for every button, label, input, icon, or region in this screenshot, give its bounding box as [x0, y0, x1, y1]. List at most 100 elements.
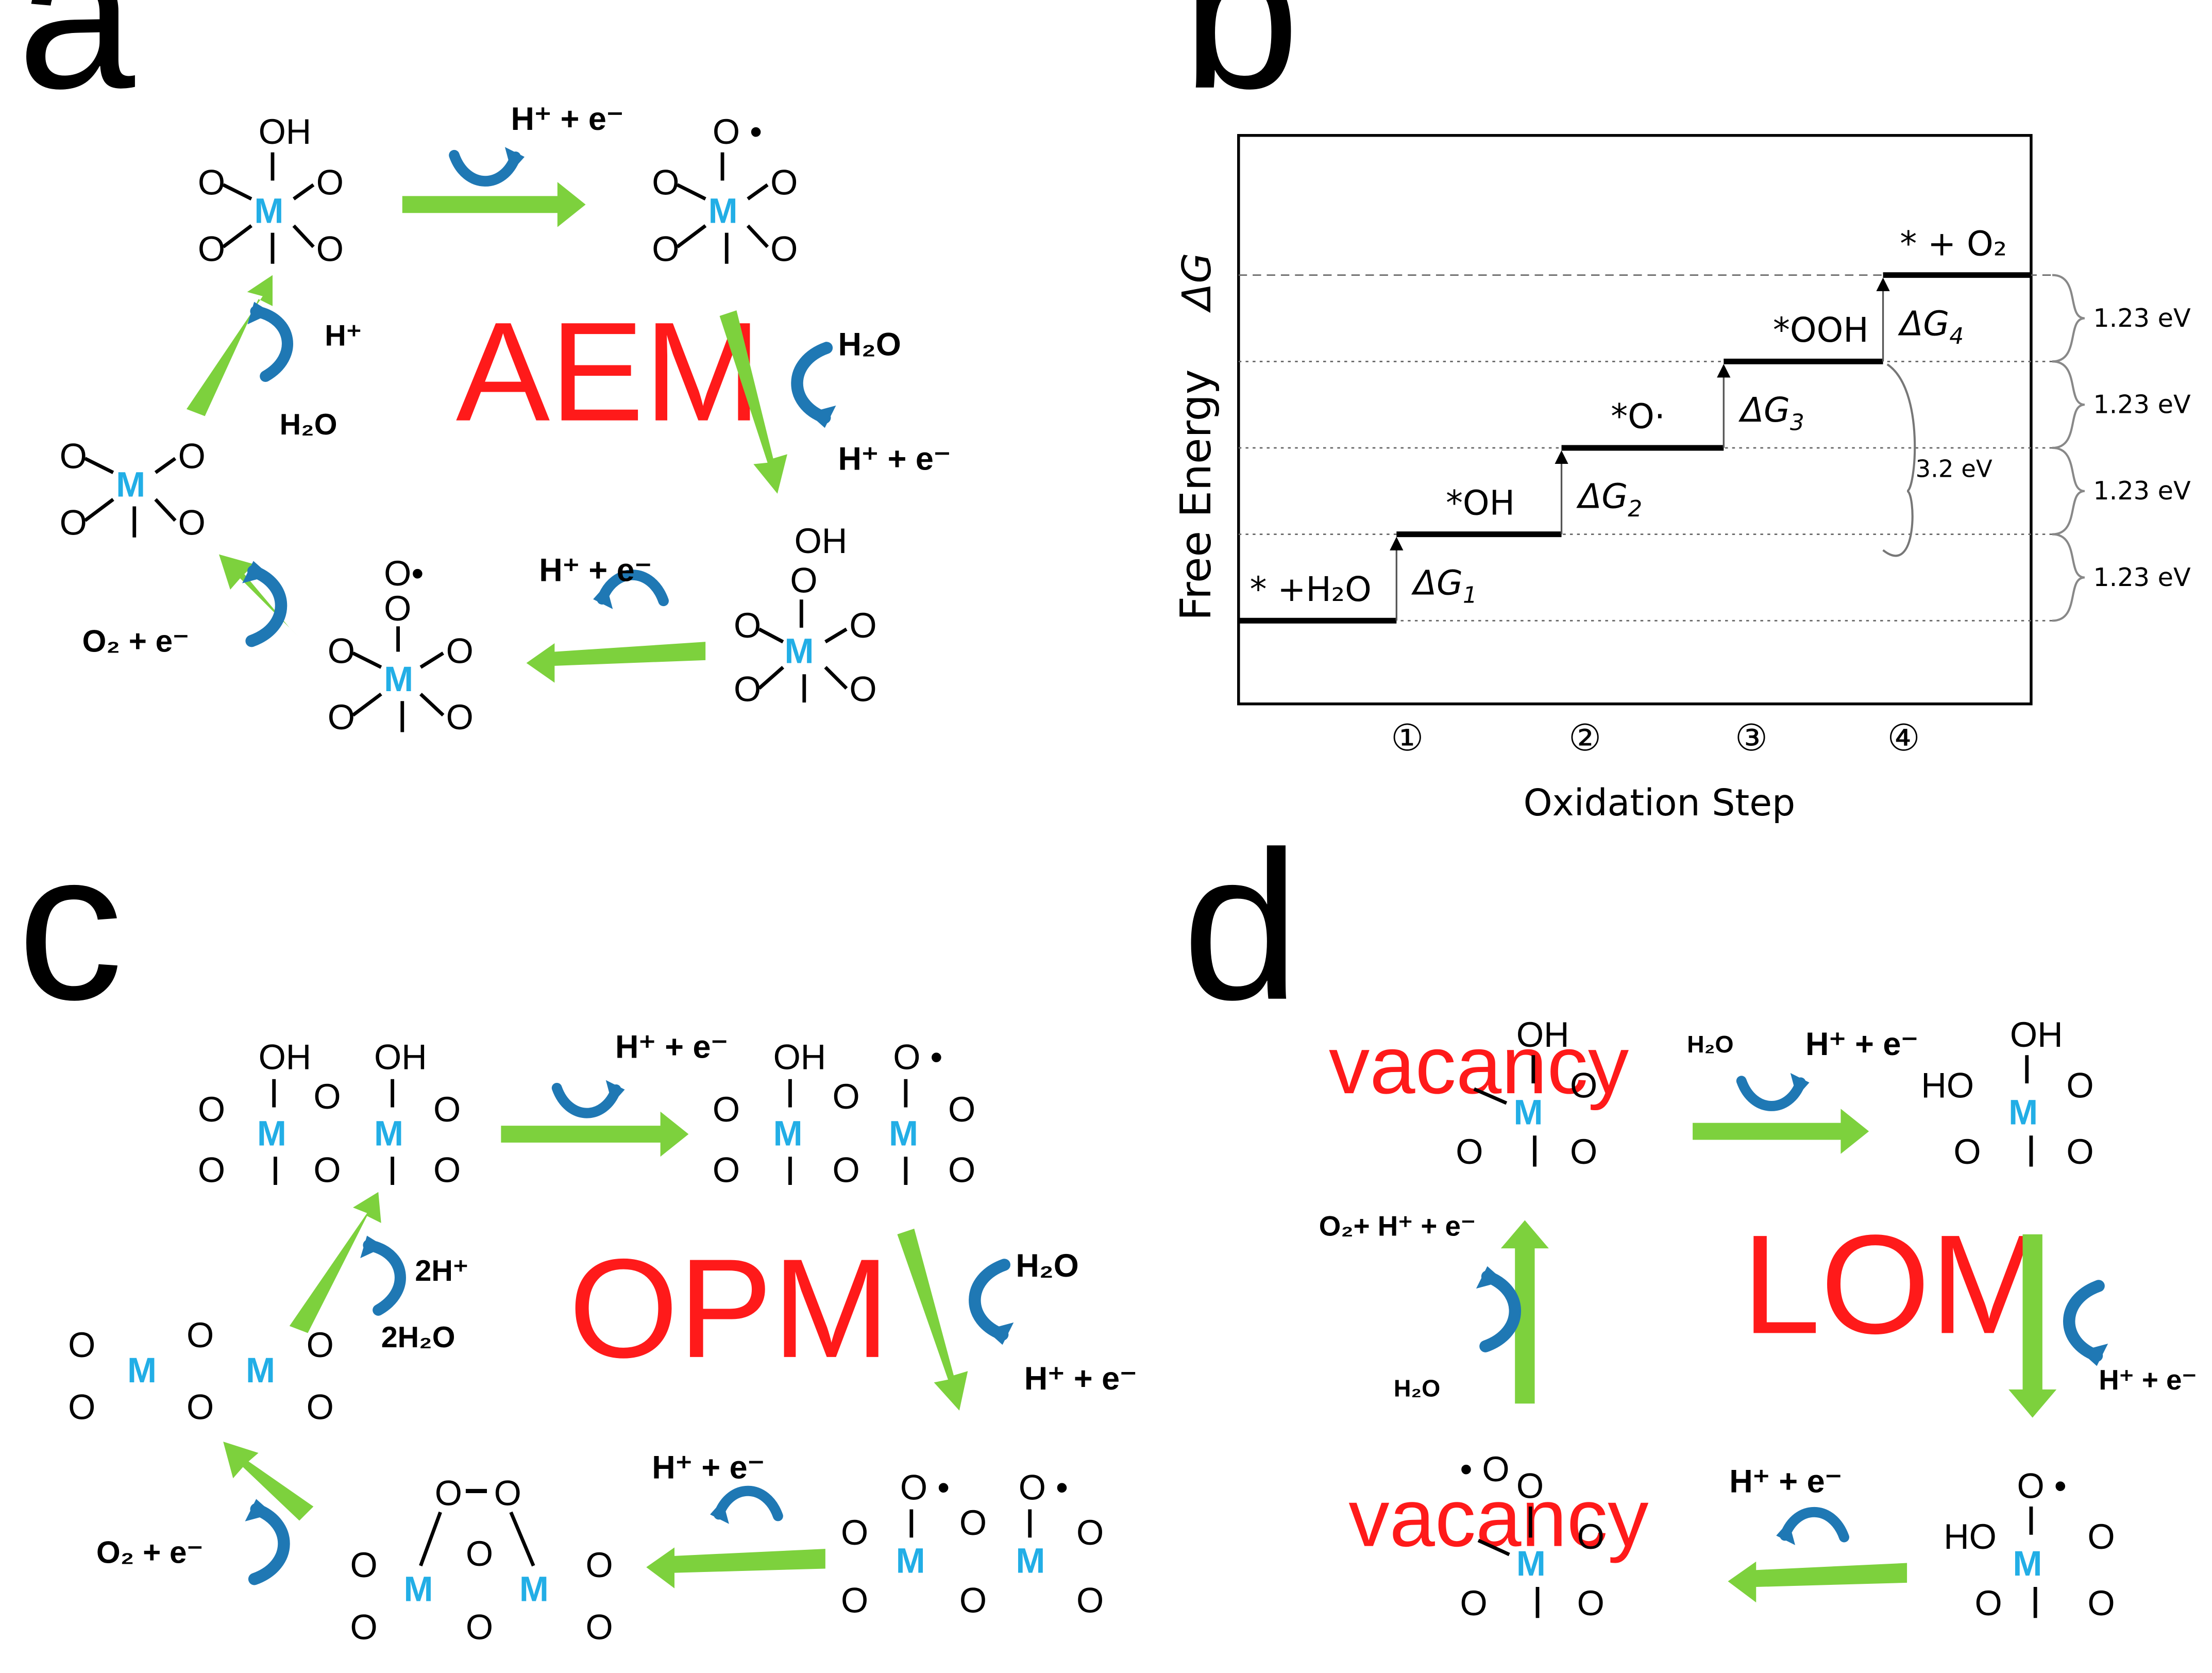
x-axis-label: Oxidation Step [1524, 781, 1796, 824]
step-brace [2052, 360, 2085, 449]
step-label: ΔG3 [1738, 391, 1804, 436]
level-label: *O· [1611, 397, 1665, 437]
svg-text:O: O [734, 670, 761, 709]
step-label: ΔG2 [1576, 477, 1642, 522]
svg-text:HO: HO [1944, 1517, 1997, 1557]
species-d-he-top: H⁺ + e⁻ [1805, 1026, 1918, 1062]
y-axis-label: Free Energy [1172, 370, 1221, 621]
svg-text:OH: OH [2010, 1015, 2063, 1055]
svg-text:O: O [198, 229, 225, 269]
svg-text:OH: OH [773, 1038, 826, 1077]
svg-text:O: O [849, 606, 876, 645]
x-tick-label: ④ [1887, 716, 1920, 759]
svg-text:HO: HO [1921, 1066, 1974, 1105]
svg-text:O: O [959, 1503, 987, 1543]
svg-text:O: O [586, 1546, 613, 1585]
svg-text:M: M [519, 1569, 549, 1609]
level-label: *OH [1446, 483, 1515, 523]
svg-text:M: M [896, 1542, 925, 1581]
svg-text:O: O [307, 1326, 334, 1365]
panel-letter-d: d [1182, 807, 1299, 1044]
species-a-he-right: H⁺ + e⁻ [838, 441, 951, 477]
svg-text:O: O [790, 561, 817, 600]
svg-text:O: O [849, 670, 876, 709]
species-a-he-top: H⁺ + e⁻ [511, 101, 624, 137]
svg-text:O: O [446, 631, 474, 671]
x-tick-label: ① [1391, 716, 1424, 759]
svg-text:M: M [1513, 1093, 1543, 1132]
x-tick-label: ② [1568, 716, 1601, 759]
svg-text:OH: OH [795, 522, 848, 561]
svg-text:M: M [889, 1114, 918, 1153]
svg-text:M: M [384, 660, 413, 699]
svg-text:O: O [198, 163, 225, 203]
species-a-h: H⁺ [325, 320, 362, 353]
svg-text:O: O [328, 631, 355, 671]
svg-text:M: M [1016, 1542, 1045, 1581]
svg-text:O: O [2087, 1517, 2115, 1557]
svg-text:M: M [116, 465, 145, 504]
svg-text:O •: O • [893, 1038, 942, 1077]
svg-text:O: O [316, 163, 344, 203]
step-value-label: 1.23 eV [2093, 303, 2191, 333]
species-d-h2o-top: H₂O [1687, 1031, 1733, 1058]
svg-text:O: O [350, 1608, 378, 1647]
species-c-he-bottom: H⁺ + e⁻ [652, 1449, 765, 1485]
svg-text:O: O [494, 1474, 521, 1513]
svg-text:M: M [404, 1569, 433, 1609]
step-label: ΔG1 [1411, 563, 1477, 608]
svg-text:M: M [374, 1114, 403, 1153]
species-d-he-right: H⁺ + e⁻ [2099, 1364, 2197, 1396]
green-arrows-d [1500, 1109, 2057, 1603]
level-label: * +H₂O [1250, 570, 1372, 609]
svg-text:OH: OH [1516, 1015, 1569, 1055]
svg-text:O: O [833, 1151, 860, 1190]
svg-text:OH: OH [259, 112, 312, 152]
svg-text:O: O [652, 229, 679, 269]
svg-text:O: O [1076, 1513, 1104, 1552]
svg-text:O: O [948, 1090, 975, 1129]
svg-text:O: O [833, 1077, 860, 1116]
svg-text:M: M [246, 1351, 275, 1390]
svg-text:O: O [466, 1534, 493, 1574]
svg-text:O: O [770, 229, 798, 269]
svg-text:O: O [959, 1581, 987, 1620]
svg-text:O: O [316, 229, 344, 269]
svg-text:• O: • O [1460, 1450, 1509, 1489]
svg-text:O: O [178, 503, 206, 542]
step-value-label: 1.23 eV [2093, 390, 2191, 420]
svg-text:O: O [586, 1608, 613, 1647]
svg-text:O: O [841, 1581, 868, 1620]
svg-text:O: O [433, 1151, 461, 1190]
species-d-o2-he: O₂+ H⁺ + e⁻ [1319, 1210, 1476, 1242]
total-brace [1882, 363, 1916, 557]
svg-text:O: O [198, 1151, 225, 1190]
svg-text:O •: O • [1019, 1468, 1068, 1507]
step-brace [2052, 274, 2085, 363]
step-brace [2052, 446, 2085, 536]
level-label: *OOH [1773, 311, 1869, 350]
svg-text:M: M [2013, 1544, 2042, 1583]
svg-text:O: O [68, 1387, 95, 1427]
species-a-he-bottom: H⁺ + e⁻ [539, 553, 652, 589]
svg-text:O: O [1516, 1467, 1544, 1506]
svg-text:O •: O • [2017, 1467, 2067, 1506]
mechanism-label-lom: LOM [1742, 1205, 2048, 1363]
svg-text:O: O [1456, 1132, 1483, 1172]
species-c-h2o: H₂O [1016, 1248, 1078, 1284]
svg-text:O: O [178, 437, 206, 476]
svg-text:O: O [734, 606, 761, 645]
svg-text:O: O [446, 698, 474, 737]
svg-text:M: M [2008, 1093, 2038, 1132]
svg-text:O: O [328, 698, 355, 737]
svg-text:OH: OH [374, 1038, 427, 1077]
